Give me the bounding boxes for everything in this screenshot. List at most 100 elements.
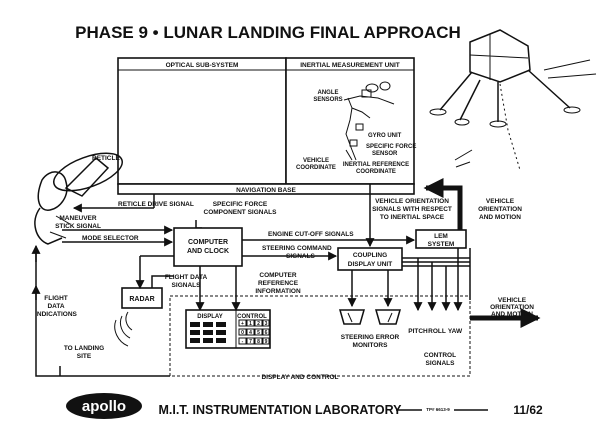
reticle-label: RETICLE (92, 155, 120, 162)
key: 6 (262, 328, 270, 336)
control-signals-label-1: CONTROL (424, 352, 456, 359)
display-readouts (190, 322, 226, 343)
optical-subsystem-block: OPTICAL SUB-SYSTEM (117, 57, 287, 185)
key: + (238, 319, 247, 327)
control-signals-label-2: SIGNALS (426, 360, 456, 367)
svg-text:8: 8 (257, 339, 260, 345)
vehicle-coordinate-label-1: VEHICLE (303, 158, 329, 164)
radar-block: RADAR (121, 287, 163, 309)
steering-label-1: STEERING COMMAND (262, 245, 332, 252)
lab-name: M.I.T. INSTRUMENTATION LABORATORY (158, 403, 402, 417)
irc-label-1: INERTIAL REFERENCE (343, 162, 409, 168)
key: 8 (254, 337, 263, 345)
pitch-label: PITCH (408, 328, 428, 335)
key: 1 (246, 319, 255, 327)
svg-text:4: 4 (249, 330, 252, 336)
fdi-label-2: DATA (47, 303, 64, 310)
fdi-label-1: FLIGHT (44, 295, 67, 302)
key: 5 (254, 328, 263, 336)
vom-top-label-2: ORIENTATION (478, 206, 522, 213)
coupling-display-block: COUPLING DISPLAY UNIT (337, 247, 403, 271)
display-control-boundary (169, 295, 471, 377)
vos-label-1: VEHICLE ORIENTATION (375, 198, 449, 205)
yaw-label: YAW (448, 328, 463, 335)
vos-label-2: SIGNALS WITH RESPECT (372, 206, 452, 213)
navigation-base-label: NAVIGATION BASE (236, 187, 296, 194)
svg-text:apollo: apollo (82, 398, 126, 415)
vos-label-3: TO INERTIAL SPACE (380, 214, 445, 221)
lem-system-block: LEM SYSTEM (415, 229, 467, 249)
vom-right-label-2: ORIENTATION (490, 304, 534, 311)
fdi-label-3: INDICATIONS (35, 311, 77, 318)
svg-text:7: 7 (249, 339, 252, 345)
sfc-signals-label-2: COMPONENT SIGNALS (204, 209, 278, 216)
cri-label-3: INFORMATION (255, 288, 301, 295)
control-keypad: + 1 2 3 0 4 5 6 - 7 8 9 (238, 319, 270, 345)
sfs-label-1: SPECIFIC FORCE (366, 144, 416, 150)
flight-data-label-2: SIGNALS (172, 282, 202, 289)
coupling-label-1: COUPLING (353, 252, 387, 259)
imu-label: INERTIAL MEASUREMENT UNIT (300, 62, 400, 69)
apollo-logo: apollo (66, 393, 142, 419)
navigation-base-block: NAVIGATION BASE (117, 183, 415, 195)
steering-error-monitors (339, 270, 401, 325)
svg-text:9: 9 (265, 339, 268, 345)
page-number: 11/62 (513, 403, 543, 417)
lem-label-1: LEM (434, 233, 448, 240)
computer-clock-block: COMPUTER AND CLOCK (173, 227, 243, 267)
vom-right-label-3: AND MOTION (491, 311, 533, 318)
landing-site-label-1: TO LANDING (64, 345, 104, 352)
vehicle-coordinate-label-2: COORDINATE (296, 165, 336, 171)
engine-cutoff-label: ENGINE CUT-OFF SIGNALS (268, 231, 354, 238)
imu-block: INERTIAL MEASUREMENT UNIT ANGLE SENSORS … (285, 57, 416, 185)
computer-label-1: COMPUTER (188, 239, 228, 246)
tp-number: TP# 6613-9 (426, 407, 450, 412)
vom-right-label-1: VEHICLE (498, 297, 527, 304)
sem-label-1: STEERING ERROR (341, 334, 400, 341)
reticle-drive-signal-label: RETICLE DRIVE SIGNAL (118, 201, 194, 208)
cri-label-2: REFERENCE (258, 280, 299, 287)
key: 3 (262, 319, 270, 327)
lem-illustration (429, 29, 597, 171)
maneuver-label-1: MANEUVER (59, 215, 97, 222)
sfc-signals-label-1: SPECIFIC FORCE (213, 201, 268, 208)
svg-text:3: 3 (265, 321, 268, 327)
maneuver-label-2: STICK SIGNAL (55, 223, 101, 230)
key: - (238, 337, 247, 345)
display-and-control-label: DISPLAY AND CONTROL (261, 374, 338, 381)
gyro-unit-label: GYRO UNIT (368, 133, 402, 139)
landing-site-label-2: SITE (77, 353, 92, 360)
svg-text:5: 5 (257, 330, 260, 336)
svg-text:2: 2 (257, 321, 260, 327)
vom-top-label-1: VEHICLE (486, 198, 515, 205)
key: 2 (254, 319, 263, 327)
key: 7 (246, 337, 255, 345)
svg-text:0: 0 (241, 330, 244, 336)
mode-selector-label: MODE SELECTOR (82, 235, 139, 242)
coupling-label-2: DISPLAY UNIT (348, 261, 392, 268)
cri-label-1: COMPUTER (259, 272, 297, 279)
display-control-panel: DISPLAY CONTROL + 1 2 3 0 4 5 6 - 7 8 9 (185, 309, 271, 349)
control-label: CONTROL (237, 314, 267, 320)
computer-label-2: AND CLOCK (187, 248, 229, 255)
flight-data-label-1: FLIGHT DATA (165, 274, 208, 281)
svg-text:1: 1 (249, 321, 252, 327)
svg-text:+: + (241, 321, 244, 327)
sem-label-2: MONITORS (353, 342, 389, 349)
radar-label: RADAR (129, 296, 154, 303)
vom-top-label-3: AND MOTION (479, 214, 521, 221)
angle-sensors-label-1: ANGLE (318, 90, 339, 96)
optical-subsystem-label: OPTICAL SUB-SYSTEM (166, 62, 239, 69)
astronaut-illustration (34, 152, 123, 245)
diagram-title: PHASE 9 • LUNAR LANDING FINAL APPROACH (75, 23, 461, 42)
lem-label-2: SYSTEM (428, 241, 455, 248)
svg-text:6: 6 (265, 330, 268, 336)
svg-text:-: - (242, 339, 244, 345)
display-label: DISPLAY (197, 314, 222, 320)
key: 9 (262, 337, 270, 345)
feedback-arrow (423, 178, 463, 232)
key: 4 (246, 328, 255, 336)
angle-sensors-label-2: SENSORS (313, 97, 342, 103)
irc-label-2: COORDINATE (356, 169, 396, 175)
